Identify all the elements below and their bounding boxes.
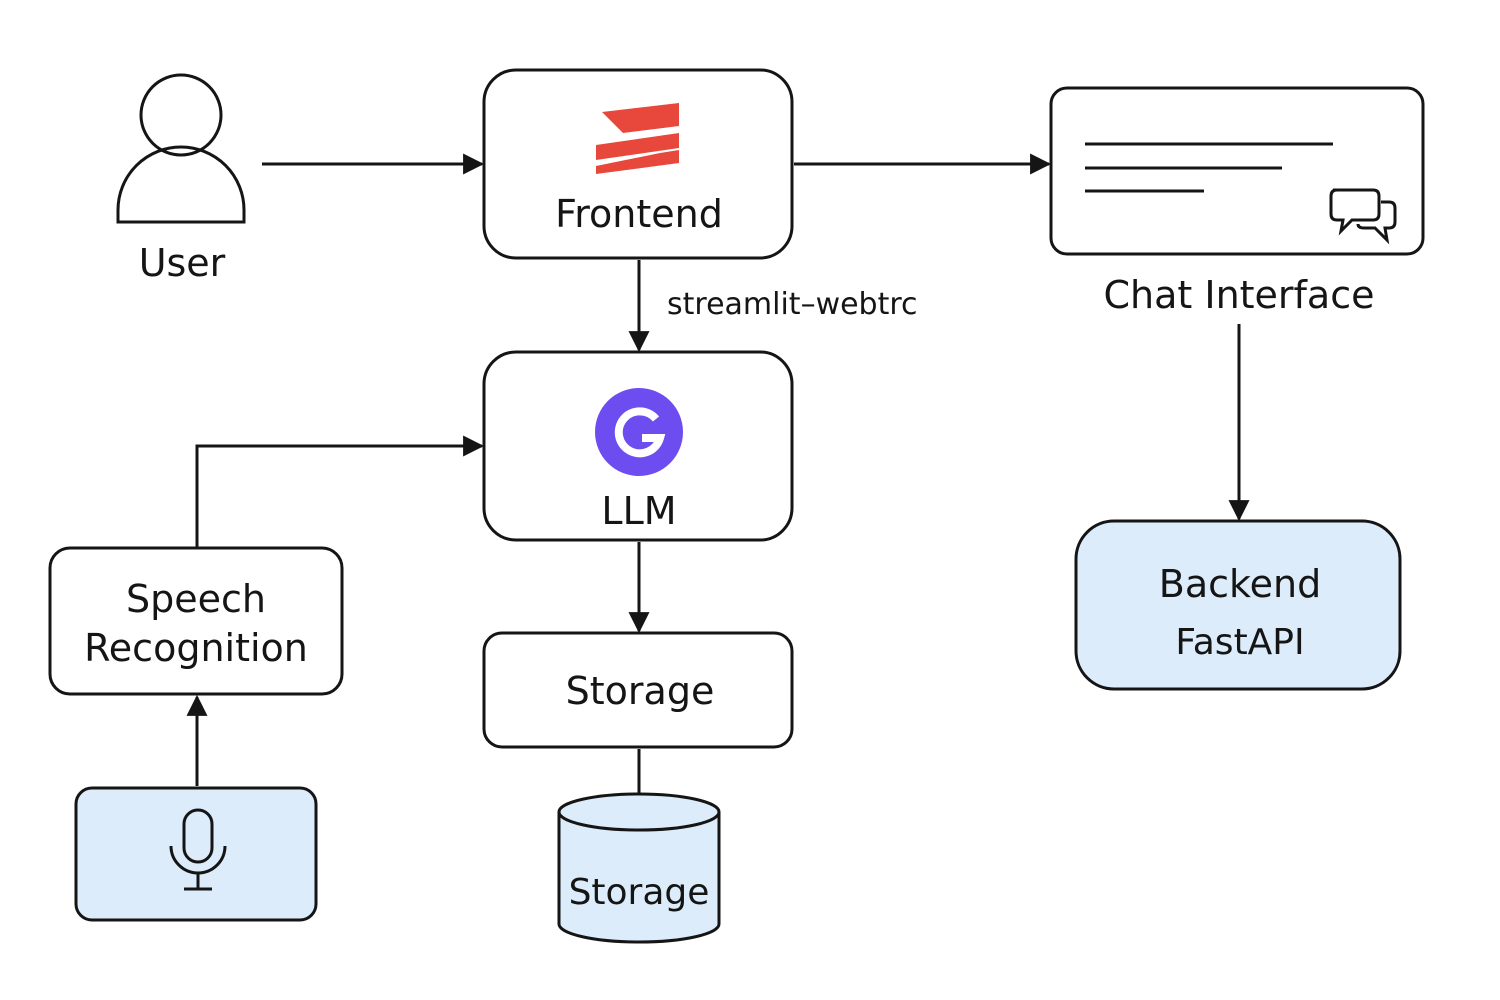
edge-speech-to-llm [195, 435, 485, 548]
streamlit-logo-icon [596, 103, 679, 174]
storage-database-label: Storage [569, 872, 710, 913]
user-label: User [139, 241, 226, 285]
frontend-label: Frontend [555, 192, 723, 236]
microphone-icon [169, 808, 227, 891]
database-body [557, 812, 721, 944]
user-icon [116, 73, 246, 224]
speech-recognition-label-line1: Speech [126, 577, 266, 621]
database-top [557, 792, 721, 832]
backend-label-line2: FastAPI [1175, 622, 1304, 663]
storage-box-label: Storage [566, 669, 715, 713]
speech-recognition-label-line2: Recognition [84, 626, 308, 670]
storage-node: Storage [482, 631, 794, 749]
chat-bubbles-icon [1329, 188, 1397, 245]
speech-recognition-box [48, 546, 344, 696]
edge-frontend-llm-label: streamlit–webtrc [667, 287, 918, 322]
llm-node: LLM [482, 350, 794, 542]
storage-database-node: Storage [557, 792, 721, 944]
llm-label: LLM [601, 489, 676, 533]
chat-interface-label: Chat Interface [1103, 273, 1374, 317]
microphone-node [74, 786, 318, 922]
user-node: User [116, 73, 246, 285]
g-logo-icon [595, 388, 683, 476]
microphone-box [74, 786, 318, 922]
backend-label-line1: Backend [1159, 562, 1321, 606]
backend-node: Backend FastAPI [1074, 519, 1402, 691]
speech-recognition-node: Speech Recognition [48, 546, 344, 696]
frontend-node: Frontend [482, 68, 794, 260]
chat-interface-node: Chat Interface [1049, 86, 1425, 317]
